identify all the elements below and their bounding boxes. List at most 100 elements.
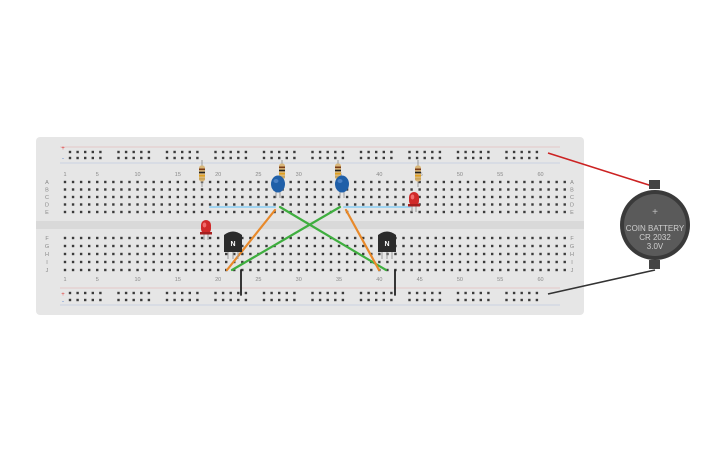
- rail-hole: [512, 156, 516, 160]
- breadboard-hole: [523, 195, 526, 199]
- breadboard-hole: [499, 268, 502, 272]
- breadboard-hole: [418, 188, 421, 191]
- breadboard-hole: [466, 268, 470, 272]
- breadboard-hole: [547, 188, 550, 191]
- breadboard-hole: [289, 180, 292, 184]
- breadboard-hole: [200, 195, 204, 199]
- rail-hole: [367, 291, 370, 295]
- rail-hole: [512, 298, 516, 302]
- breadboard-hole: [402, 180, 405, 184]
- breadboard-hole: [410, 244, 413, 248]
- breadboard-hole: [168, 188, 171, 191]
- breadboard-hole: [216, 203, 220, 206]
- breadboard-hole: [386, 260, 389, 264]
- breadboard-hole: [370, 236, 373, 240]
- breadboard-hole: [128, 180, 131, 184]
- rail-hole: [140, 156, 143, 160]
- breadboard-hole: [499, 195, 502, 199]
- breadboard-hole: [482, 236, 486, 240]
- column-number: 25: [255, 172, 261, 178]
- breadboard-hole: [555, 236, 558, 240]
- capacitor-highlight: [337, 179, 343, 183]
- rail-hole: [221, 150, 225, 154]
- breadboard-hole: [144, 260, 147, 264]
- rail-hole: [132, 156, 135, 160]
- breadboard-hole: [434, 268, 437, 272]
- rail-hole: [505, 156, 508, 160]
- breadboard-hole: [555, 203, 558, 206]
- breadboard-hole: [490, 252, 494, 256]
- breadboard-hole: [71, 244, 75, 248]
- breadboard-hole: [362, 244, 365, 248]
- breadboard-hole: [152, 188, 155, 191]
- breadboard-hole: [104, 236, 107, 240]
- rail-hole: [326, 156, 329, 160]
- breadboard-hole: [168, 252, 171, 256]
- breadboard-hole: [184, 252, 188, 256]
- breadboard-hole: [329, 268, 333, 272]
- breadboard-hole: [96, 252, 99, 256]
- breadboard-hole: [104, 244, 107, 248]
- rail-plus-sign: +: [61, 292, 65, 298]
- breadboard-hole: [426, 260, 429, 264]
- rail-hole: [535, 291, 539, 295]
- breadboard-hole: [152, 180, 155, 184]
- breadboard-hole: [241, 244, 244, 248]
- rail-hole: [278, 156, 281, 160]
- breadboard-hole: [160, 260, 163, 264]
- breadboard-hole: [305, 210, 308, 214]
- row-letter: G: [570, 244, 574, 250]
- breadboard-hole: [128, 260, 131, 264]
- breadboard-hole: [362, 195, 365, 199]
- breadboard-hole: [329, 252, 333, 256]
- rail-hole: [229, 298, 232, 302]
- breadboard-hole: [539, 244, 542, 248]
- row-letter: F: [570, 236, 574, 242]
- rail-hole: [505, 298, 508, 302]
- breadboard-hole: [313, 203, 317, 206]
- breadboard-hole: [458, 236, 462, 240]
- breadboard-hole: [87, 244, 91, 248]
- breadboard-hole: [531, 260, 534, 264]
- rail-hole: [244, 298, 248, 302]
- transistor-q1: N: [224, 231, 242, 259]
- rail-hole: [318, 150, 322, 154]
- breadboard-hole: [321, 252, 325, 256]
- breadboard-hole: [225, 260, 228, 264]
- rail-hole: [528, 291, 531, 295]
- battery-cell: [624, 194, 686, 256]
- breadboard-hole: [96, 244, 99, 248]
- breadboard-hole: [499, 210, 502, 214]
- breadboard-hole: [208, 195, 212, 199]
- rail-hole: [84, 291, 87, 295]
- breadboard-hole: [216, 236, 220, 240]
- breadboard-hole: [362, 188, 365, 191]
- breadboard-hole: [378, 252, 381, 256]
- breadboard-hole: [547, 180, 550, 184]
- breadboard-hole: [225, 195, 228, 199]
- breadboard-hole: [499, 188, 502, 191]
- rail-hole: [326, 298, 329, 302]
- rail-hole: [334, 156, 337, 160]
- breadboard-hole: [474, 195, 478, 199]
- breadboard-hole: [482, 195, 486, 199]
- row-letter: D: [570, 203, 574, 209]
- breadboard-hole: [297, 252, 300, 256]
- breadboard-hole: [152, 244, 155, 248]
- breadboard-hole: [394, 260, 397, 264]
- breadboard-hole: [353, 236, 357, 240]
- rail-hole: [520, 156, 523, 160]
- breadboard-hole: [547, 236, 550, 240]
- rail-hole: [229, 150, 232, 154]
- breadboard-hole: [233, 195, 236, 199]
- breadboard-hole: [233, 210, 236, 214]
- cross-wire-green: [230, 205, 342, 272]
- breadboard-hole: [168, 260, 171, 264]
- rail-hole: [117, 298, 120, 302]
- rail-hole: [76, 150, 79, 154]
- breadboard-hole: [515, 210, 518, 214]
- breadboard-hole: [442, 195, 446, 199]
- breadboard-hole: [281, 260, 284, 264]
- breadboard-hole: [563, 268, 566, 272]
